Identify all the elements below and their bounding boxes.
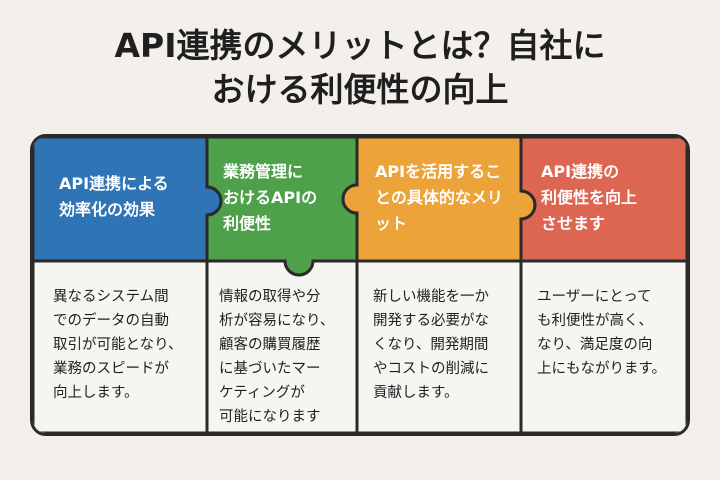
title-line-2: おける利便性の向上 [211, 70, 509, 109]
puzzle-piece-red [519, 137, 687, 263]
text-panel-1 [33, 259, 209, 433]
piece-4-body: ユーザーにとって も利便性が高く、 なり、満足度の向 上にもながります。 [537, 289, 667, 377]
puzzle-board: API連携による 効率化の効果 業務管理に おけるAPIの 利便性 APIを活用… [30, 134, 690, 436]
piece-1-body: 異なるシステム間 でのデータの自動 取引が可能となり、 業務のスピードが 向上し… [53, 289, 183, 401]
piece-1-heading: API連携による 効率化の効果 [59, 174, 169, 219]
title-line-1: API連携のメリットとは？自社に [114, 26, 606, 65]
piece-4-heading: API連携の 利便性を向上 させます [541, 162, 638, 233]
puzzle-shapes [33, 137, 687, 433]
piece-3-body: 新しい機能を一か 開発する必要がな くなり、開発期間 やコストの削減に 貢献しま… [373, 289, 489, 401]
piece-2-heading: 業務管理に おけるAPIの 利便性 [223, 162, 318, 233]
text-panel-2 [205, 259, 359, 433]
piece-2-body: 情報の取得や分 析が容易になり、 顧客の購買履歴 に基づいたマー ケティングが … [219, 289, 335, 425]
text-panel-4 [519, 259, 687, 433]
text-panel-3 [355, 259, 523, 433]
page-title: API連携のメリットとは？自社に おける利便性の向上 [0, 24, 720, 112]
piece-3-heading: APIを活用するこ との具体的なメリ ット [375, 162, 503, 233]
